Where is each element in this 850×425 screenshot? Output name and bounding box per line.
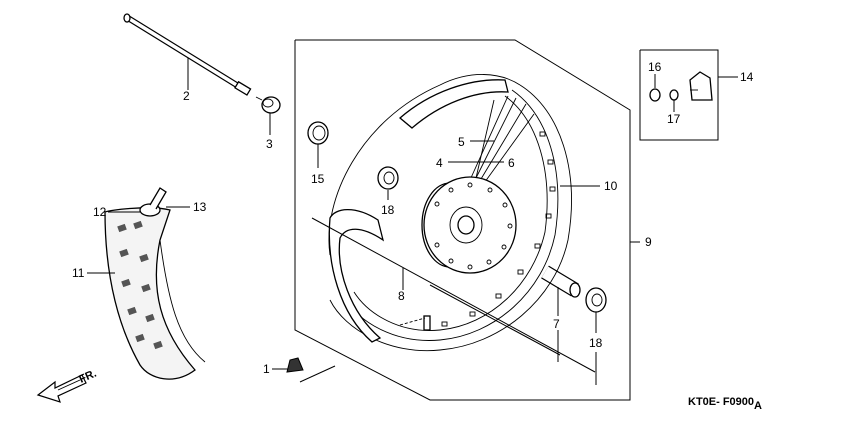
valve-cap-part bbox=[286, 357, 304, 373]
callout-18-upper: 18 bbox=[381, 203, 395, 217]
callout-10: 10 bbox=[604, 179, 618, 193]
diagram-code: KT0E- F0900 bbox=[688, 396, 754, 408]
callout-11: 11 bbox=[72, 266, 85, 280]
axle-part bbox=[123, 13, 252, 96]
wheel-hub-part bbox=[421, 176, 517, 274]
callout-5: 5 bbox=[458, 135, 465, 149]
leader-assembly-a bbox=[311, 217, 596, 373]
axle-nut-part bbox=[255, 96, 281, 114]
callout-8: 8 bbox=[398, 289, 405, 303]
bearing-part-upper bbox=[377, 166, 399, 190]
callout-13: 13 bbox=[193, 200, 207, 214]
hub-spoke-holes bbox=[434, 182, 513, 270]
callout-4: 4 bbox=[436, 156, 443, 170]
callout-15: 15 bbox=[311, 172, 325, 186]
wheel-assembly-boundary bbox=[294, 39, 631, 401]
rim-spoke-holes bbox=[441, 131, 556, 327]
callout-17: 17 bbox=[667, 112, 681, 126]
tire-tread-blocks bbox=[117, 220, 163, 350]
front-direction-arrow bbox=[36, 374, 87, 403]
callout-12: 12 bbox=[93, 205, 107, 219]
callout-9: 9 bbox=[645, 235, 652, 249]
wheel-rim-part bbox=[328, 74, 572, 352]
callout-18-lower: 18 bbox=[589, 336, 603, 350]
rim-valve-part bbox=[399, 315, 431, 331]
speedometer-parts-group bbox=[639, 49, 719, 141]
tire-part bbox=[104, 207, 206, 380]
callout-14: 14 bbox=[740, 70, 754, 84]
spokes-part bbox=[469, 95, 535, 187]
callout-7: 7 bbox=[553, 317, 560, 331]
diagram-code-suffix: A bbox=[754, 400, 762, 412]
dust-seal-part bbox=[307, 121, 329, 145]
callout-2: 2 bbox=[183, 89, 190, 103]
distance-collar-part bbox=[541, 265, 581, 298]
leader-1-b bbox=[299, 365, 336, 383]
direction-label: FR. bbox=[77, 368, 98, 386]
callout-3: 3 bbox=[266, 137, 273, 151]
tube-valve-part bbox=[139, 187, 167, 217]
leader-assembly-b bbox=[429, 284, 561, 356]
rim-band-part bbox=[328, 79, 509, 343]
bearing-part-lower bbox=[585, 287, 607, 313]
callout-16: 16 bbox=[648, 60, 662, 74]
callout-6: 6 bbox=[508, 156, 515, 170]
callout-1: 1 bbox=[263, 362, 270, 376]
